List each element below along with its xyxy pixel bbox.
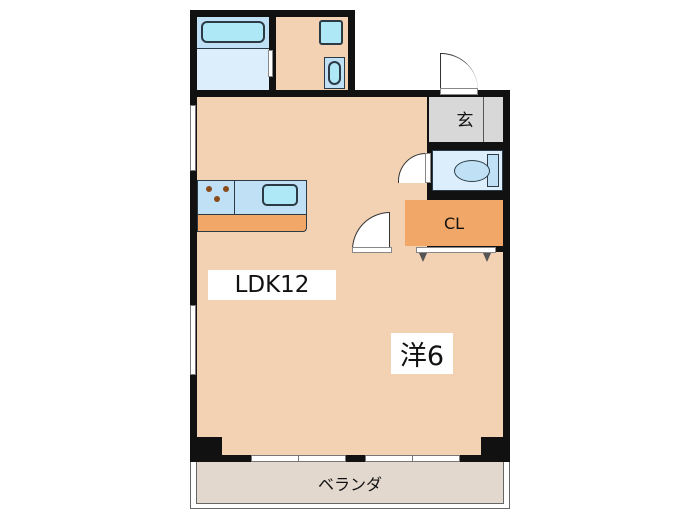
entrance-step-line: [483, 97, 484, 142]
room-ldk-lower: [197, 197, 347, 455]
room-entrance: [429, 97, 503, 142]
room-label-western: 洋6: [391, 333, 453, 374]
entrance-label-text: 玄: [456, 110, 474, 131]
balcony-label-text: ベランダ: [317, 475, 382, 494]
bath-door[interactable]: [268, 50, 273, 77]
washbasin-icon: [319, 20, 343, 45]
toilet-bowl-icon: [454, 160, 490, 182]
stove-burner-icon: [223, 186, 229, 192]
western-room-door[interactable]: [352, 247, 392, 253]
stove-divider: [234, 180, 235, 215]
sink-icon: [262, 184, 298, 206]
balcony: [196, 462, 504, 504]
entry-door[interactable]: [440, 88, 478, 95]
entry-door-swing[interactable]: [440, 53, 478, 90]
closet-door-marker-icon: [419, 253, 427, 262]
closet-label-text: CL: [443, 213, 465, 233]
closet-door-marker-icon: [483, 253, 491, 262]
room-label-balcony: ベランダ: [196, 462, 504, 504]
window-divider: [412, 455, 413, 462]
room-closet: [405, 200, 503, 246]
room-label-closet: CL: [405, 200, 503, 246]
western-label-text: 洋6: [399, 341, 445, 372]
washing-machine-drum-icon: [328, 61, 341, 85]
closet-door[interactable]: [416, 247, 496, 253]
window-left-lower: [190, 305, 196, 375]
window-divider: [298, 455, 299, 462]
toilet-door[interactable]: [425, 153, 431, 183]
stove-burner-icon: [206, 186, 212, 192]
room-label-entrance: 玄: [450, 105, 480, 131]
window-left-upper: [190, 105, 196, 171]
western-corner-pillar: [481, 437, 503, 455]
bathtub-basin-icon: [201, 21, 265, 43]
room-label-ldk: LDK12: [208, 270, 336, 300]
ldk-label-text: LDK12: [234, 272, 310, 298]
ldk-corner-pillar: [197, 437, 222, 455]
kitchen-counter-top: [197, 215, 307, 232]
stove-burner-icon: [214, 196, 220, 202]
